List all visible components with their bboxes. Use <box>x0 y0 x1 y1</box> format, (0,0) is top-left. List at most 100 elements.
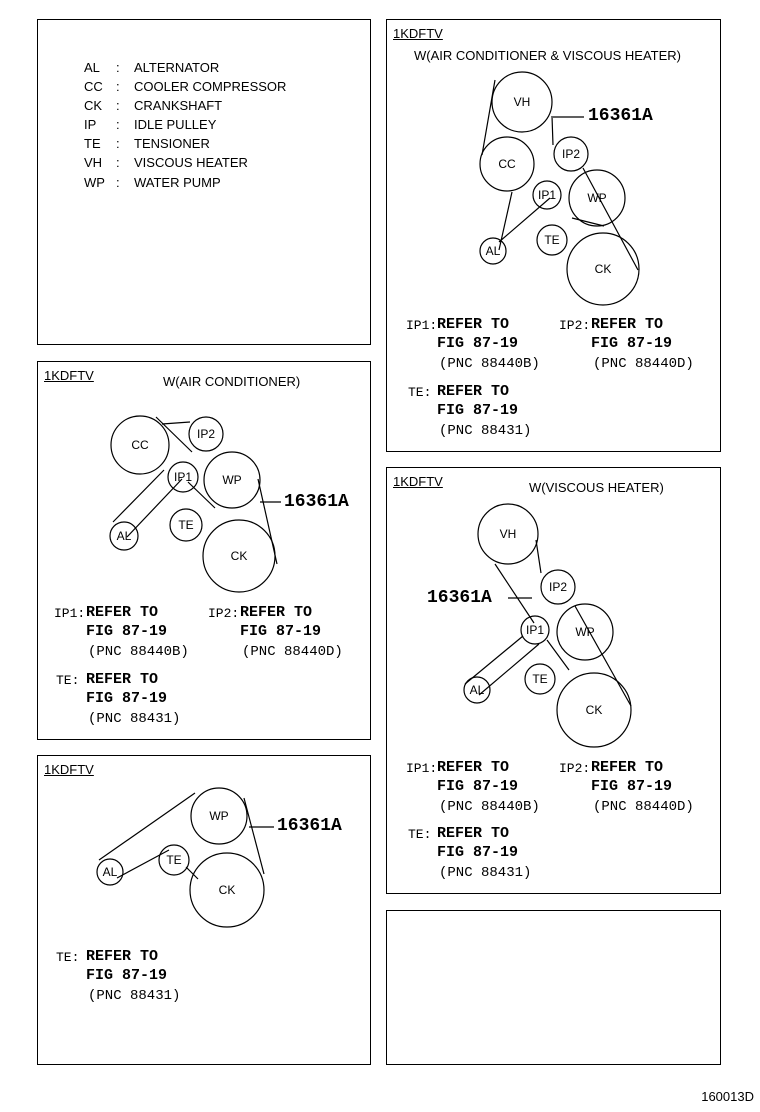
pulley-label-wp: WP <box>575 625 594 639</box>
pulley-label-te: TE <box>178 518 193 532</box>
legend-abbr: CK <box>84 98 103 113</box>
note-fig-ip2: FIG 87-19 <box>591 778 673 795</box>
note-pnc-ip1: (PNC 88440B) <box>439 799 540 815</box>
legend-name: WATER PUMP <box>134 175 221 190</box>
legend-abbr: CC <box>84 79 103 94</box>
note-pnc-ip1: (PNC 88440B) <box>88 644 189 660</box>
legend-colon: : <box>116 136 120 151</box>
legend-name: IDLE PULLEY <box>134 117 217 132</box>
pulley-label-ip2: IP2 <box>197 427 215 441</box>
pulley-label-ip1: IP1 <box>174 470 192 484</box>
pulley-label-al: AL <box>103 865 118 879</box>
note-refer-te: REFER TO <box>437 825 510 842</box>
legend-abbr: VH <box>84 155 103 170</box>
note-key-ip2: IP2: <box>208 606 240 621</box>
legend-colon: : <box>116 175 120 190</box>
pulley-label-cc: CC <box>131 438 149 452</box>
note-key-te: TE: <box>408 827 432 842</box>
belt-panel-ac: 1KDFTV W(AIR CONDITIONER) CC IP2 IP1 WP … <box>37 361 371 740</box>
note-key-ip2: IP2: <box>559 318 591 333</box>
legend-colon: : <box>116 79 120 94</box>
note-key-ip1: IP1: <box>54 606 86 621</box>
note-fig-te: FIG 87-19 <box>86 690 168 707</box>
engine-tag: 1KDFTV <box>393 26 443 41</box>
legend-panel: AL : ALTERNATOR CC : COOLER COMPRESSOR C… <box>37 19 371 345</box>
note-fig-te: FIG 87-19 <box>86 967 168 984</box>
note-pnc-te: (PNC 88431) <box>88 988 181 1004</box>
pulley-label-ck: CK <box>219 883 236 897</box>
note-refer-ip1: REFER TO <box>437 316 510 333</box>
legend-colon: : <box>116 117 120 132</box>
note-fig-ip2: FIG 87-19 <box>240 623 322 640</box>
note-refer-ip2: REFER TO <box>240 604 313 621</box>
pulley-label-wp: WP <box>209 809 228 823</box>
note-fig-ip2: FIG 87-19 <box>591 335 673 352</box>
engine-tag: 1KDFTV <box>44 368 94 383</box>
legend-abbr: WP <box>84 175 105 190</box>
pulley-label-te: TE <box>544 233 559 247</box>
pulley-label-ip2: IP2 <box>562 147 580 161</box>
note-key-ip2: IP2: <box>559 761 591 776</box>
legend-abbr: AL <box>84 60 100 75</box>
panel-heading: W(VISCOUS HEATER) <box>529 480 664 495</box>
pulley-label-ck: CK <box>231 549 248 563</box>
legend-name: ALTERNATOR <box>134 60 220 75</box>
part-number: 16361A <box>284 492 349 512</box>
panel-heading: W(AIR CONDITIONER & VISCOUS HEATER) <box>414 48 681 63</box>
empty-panel <box>386 910 721 1065</box>
note-pnc-te: (PNC 88431) <box>439 423 532 439</box>
note-pnc-te: (PNC 88431) <box>439 865 532 881</box>
page-code: 160013D <box>701 1089 754 1104</box>
note-pnc-ip2: (PNC 88440D) <box>593 356 694 372</box>
belt-panel-base: 1KDFTV WP AL TE CK 16361A TE: REFER TO F… <box>37 755 371 1065</box>
panel-heading: W(AIR CONDITIONER) <box>163 374 301 389</box>
pulley-label-al: AL <box>470 683 485 697</box>
part-number: 16361A <box>588 106 653 126</box>
belt-panel-ac-vh: 1KDFTV W(AIR CONDITIONER & VISCOUS HEATE… <box>386 19 721 452</box>
pulley-label-wp: WP <box>587 191 606 205</box>
note-key-te: TE: <box>56 950 80 965</box>
note-refer-ip2: REFER TO <box>591 316 664 333</box>
engine-tag: 1KDFTV <box>393 474 443 489</box>
belt-panel-vh: 1KDFTV W(VISCOUS HEATER) VH IP2 IP1 WP A… <box>386 467 721 894</box>
legend-colon: : <box>116 60 120 75</box>
note-fig-ip1: FIG 87-19 <box>86 623 168 640</box>
legend-name: VISCOUS HEATER <box>134 155 248 170</box>
engine-tag: 1KDFTV <box>44 762 94 777</box>
pulley-label-ip1: IP1 <box>526 623 544 637</box>
belt-routing-diagram: WP AL TE CK <box>96 787 274 928</box>
note-fig-ip1: FIG 87-19 <box>437 335 519 352</box>
pulley-label-ck: CK <box>586 703 603 717</box>
pulley-label-ip2: IP2 <box>549 580 567 594</box>
note-refer-ip2: REFER TO <box>591 759 664 776</box>
note-refer-te: REFER TO <box>86 671 159 688</box>
legend-name: CRANKSHAFT <box>134 98 223 113</box>
pulley-label-te: TE <box>532 672 547 686</box>
pulley-label-te: TE <box>166 853 181 867</box>
note-pnc-ip1: (PNC 88440B) <box>439 356 540 372</box>
legend-abbr: IP <box>84 117 97 132</box>
pulley-label-wp: WP <box>222 473 241 487</box>
pulley-label-vh: VH <box>514 95 531 109</box>
note-key-ip1: IP1: <box>406 318 438 333</box>
note-key-ip1: IP1: <box>406 761 438 776</box>
note-key-te: TE: <box>408 385 432 400</box>
part-number: 16361A <box>277 816 342 836</box>
note-refer-te: REFER TO <box>437 383 510 400</box>
note-pnc-te: (PNC 88431) <box>88 711 181 727</box>
note-pnc-ip2: (PNC 88440D) <box>242 644 343 660</box>
note-fig-te: FIG 87-19 <box>437 402 519 419</box>
pulley-label-ck: CK <box>595 262 612 276</box>
legend-abbr: TE <box>84 136 101 151</box>
note-pnc-ip2: (PNC 88440D) <box>593 799 694 815</box>
pulley-label-al: AL <box>117 529 132 543</box>
legend-name: TENSIONER <box>134 136 210 151</box>
belt-routing-diagram: VH CC IP2 IP1 WP AL TE CK <box>479 71 640 306</box>
pulley-label-cc: CC <box>498 157 516 171</box>
pulley-label-vh: VH <box>500 527 517 541</box>
belt-routing-diagram: CC IP2 IP1 WP AL TE CK <box>109 415 281 593</box>
legend-colon: : <box>116 98 120 113</box>
note-refer-te: REFER TO <box>86 948 159 965</box>
note-refer-ip1: REFER TO <box>86 604 159 621</box>
note-refer-ip1: REFER TO <box>437 759 510 776</box>
